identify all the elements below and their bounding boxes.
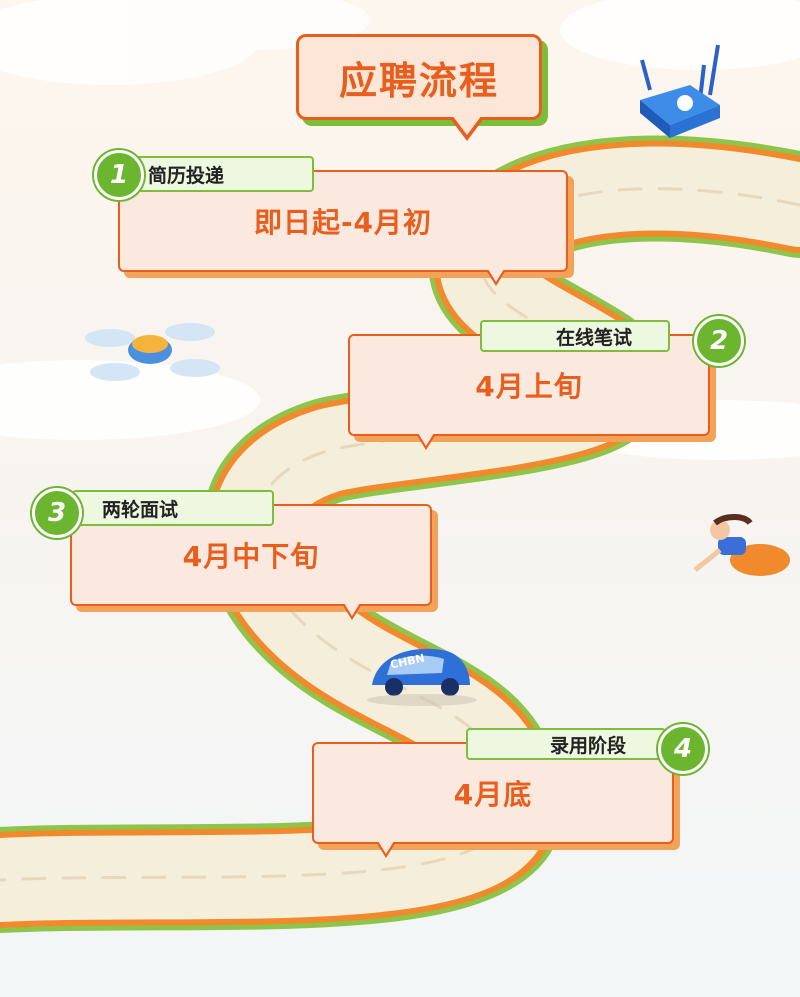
flying-person-illustration [693,514,790,576]
router-icon [640,44,720,138]
step-3-label: 两轮面试 [102,498,179,521]
step-3-label-bar: 两轮面试 [72,490,274,526]
step-2-date: 4月上旬 [475,370,583,403]
step-3-date: 4月中下旬 [182,540,320,573]
step-1-number: 1 [109,160,129,190]
step-3-number: 3 [47,498,67,528]
step-4-number: 4 [673,734,693,764]
step-4-label-bar: 录用阶段 [466,728,666,760]
step-4-number-badge: 4 [658,724,708,774]
step-2-number-badge: 2 [694,316,744,366]
step-1-label: 简历投递 [148,164,225,187]
page-title: 应聘流程 [338,58,499,103]
car-icon [367,648,477,706]
page-title-box: 应聘流程 [296,34,542,141]
cloud-shapes [0,0,800,460]
step-3-number-badge: 3 [32,488,82,538]
step-4-date: 4月底 [453,778,533,811]
step-4-label: 录用阶段 [549,734,626,757]
step-1-label-bar: 简历投递 [124,156,314,192]
step-1-number-badge: 1 [94,150,144,200]
step-2-label-bar: 在线笔试 [480,320,670,352]
step-1-date: 即日起-4月初 [253,206,433,239]
drone-icon [85,323,220,381]
step-2-label: 在线笔试 [555,326,632,349]
step-2-number: 2 [709,326,729,356]
